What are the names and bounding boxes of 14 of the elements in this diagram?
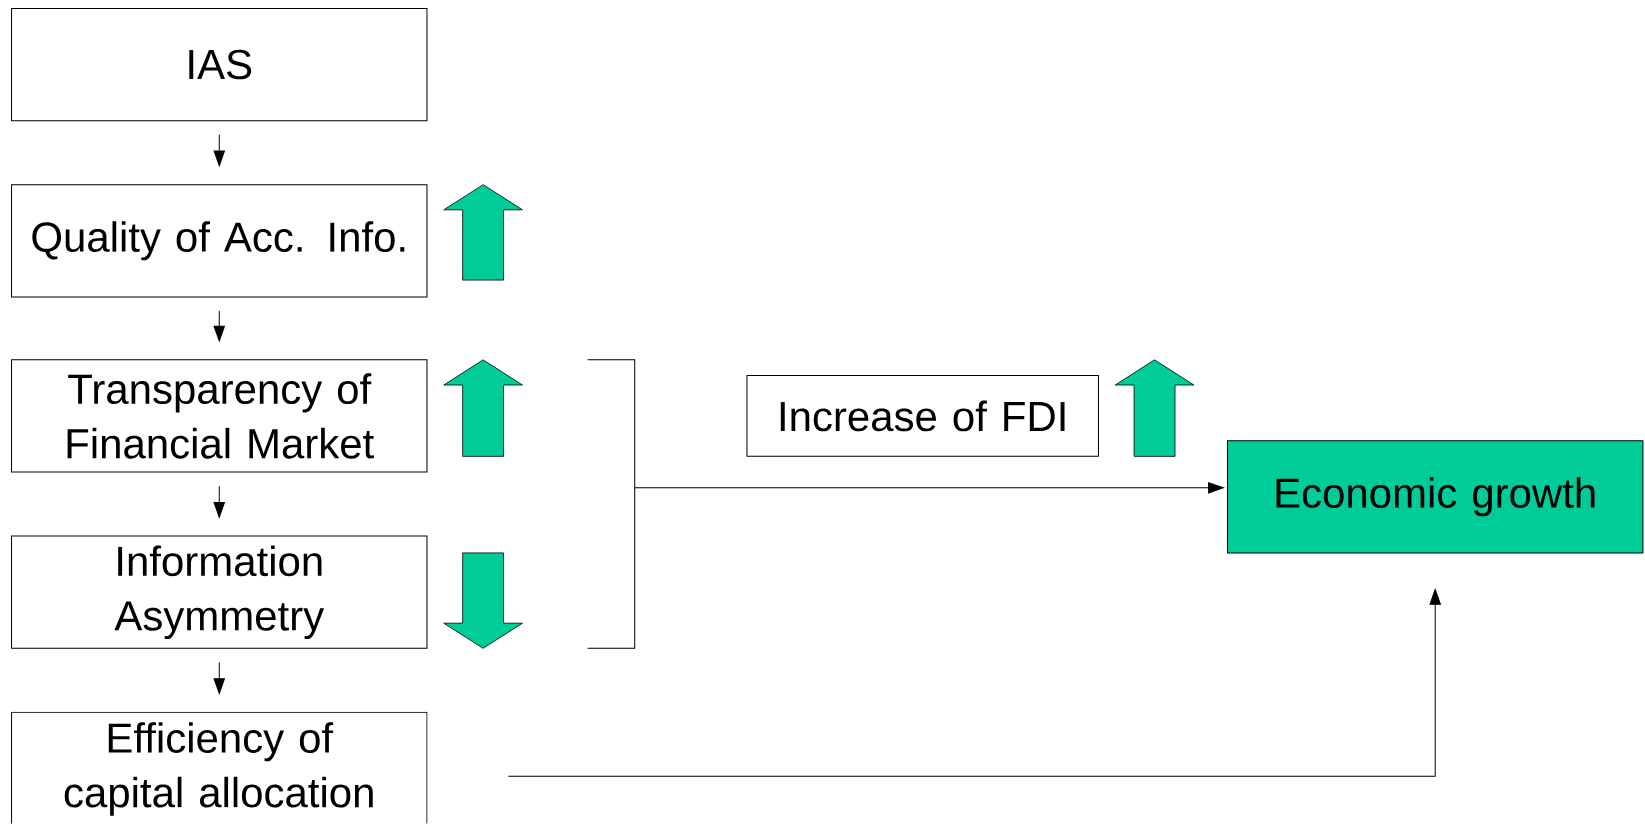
bracket xyxy=(587,359,636,650)
process-box: Efficiency of capital allocation xyxy=(11,712,428,824)
process-box: Transparency of Financial Market xyxy=(11,359,428,473)
arrow xyxy=(634,482,1224,494)
arrow xyxy=(507,589,1441,778)
highlighted-box: Economic growth xyxy=(1226,440,1644,554)
arrow xyxy=(213,310,225,342)
arrow xyxy=(213,134,225,167)
process-box: Quality of Acc. Info. xyxy=(11,184,428,298)
arrow xyxy=(213,662,225,695)
arrow xyxy=(213,485,225,518)
process-box: IAS xyxy=(11,8,428,122)
process-box: Increase of FDI xyxy=(746,375,1099,458)
process-box: Information Asymmetry xyxy=(11,535,428,650)
